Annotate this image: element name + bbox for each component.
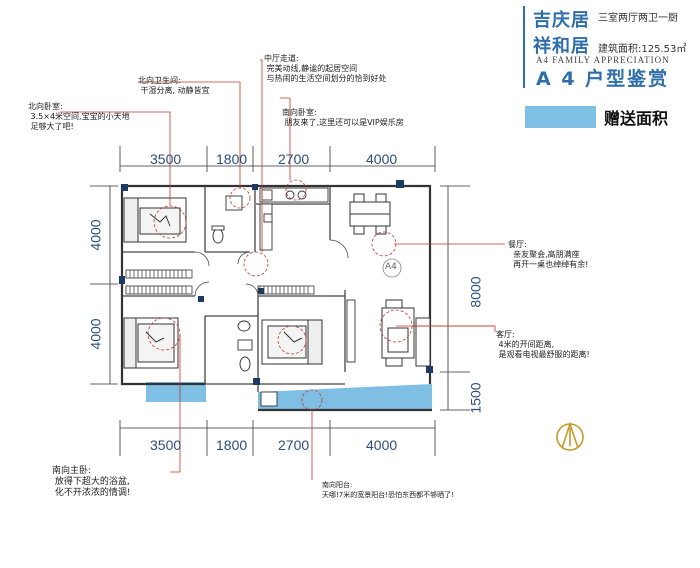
english-subtitle: A4 FAMILY APPRECIATION <box>536 55 670 65</box>
south-bedroom-bed <box>261 319 323 365</box>
wardrobes <box>125 269 193 295</box>
layout-description: 三室两厅两卫一厨 <box>598 13 678 24</box>
leader-line-ticks <box>170 325 495 473</box>
top-dim-1: 3500 <box>150 151 182 167</box>
structural-columns <box>119 180 433 385</box>
south-bathroom-fixtures <box>237 320 253 372</box>
note-master-bedroom: 南向主卧: 放得下超大的浴盆, 化不开浓浓的情调! <box>52 466 131 498</box>
area-text: 建筑面积:125.53㎡ <box>598 44 687 55</box>
bottom-dim-2: 1800 <box>216 437 248 453</box>
living-room-sofa <box>381 299 431 367</box>
bottom-dim-1: 3500 <box>150 437 182 453</box>
note-south-bedroom: 南向卧室: 朋友来了,这里还可以是VIP娱乐房 <box>282 108 404 127</box>
bonus-area-balcony <box>258 384 432 410</box>
door-swings <box>194 239 349 297</box>
top-dim-2: 1800 <box>216 151 248 167</box>
note-living: 客厅: 4米的开间距离, 是观看电视最舒服的距离! <box>496 330 590 359</box>
note-dining: 餐厅: 亲友聚会,高朋满座 再开一桌也绰绰有余! <box>508 240 589 269</box>
left-dimension-lines <box>90 185 118 385</box>
bonus-area-bay-window <box>146 382 206 402</box>
left-dim-2: 4000 <box>87 318 104 350</box>
top-dim-3: 2700 <box>278 151 310 167</box>
note-north-bedroom: 北向卧室: 3.5×4米空间,宝宝的小天地 足够大了吧! <box>28 102 130 131</box>
bottom-dim-3: 2700 <box>278 437 310 453</box>
compass-logo <box>556 421 584 451</box>
north-bathroom-fixtures <box>211 195 243 244</box>
note-north-bathroom: 北向卫生间: 干湿分离, 动静皆宜 <box>138 76 210 95</box>
model-title: A 4 户型鉴赏 <box>536 68 670 90</box>
bottom-dimension-lines <box>119 420 436 456</box>
kitchen-counters <box>259 187 329 251</box>
master-bedroom-bed <box>123 317 179 369</box>
north-bedroom-bed <box>123 197 187 243</box>
washing-machine <box>260 391 278 407</box>
right-dimension-lines <box>440 185 470 411</box>
note-hallway: 中厅走道: 完美动线,静谧的起居空间 与热闹的生活空间划分的恰到好处 <box>264 54 387 83</box>
brand-line-1: 吉庆居 <box>533 10 590 31</box>
unit-tag: A4 <box>385 262 397 272</box>
left-dim-1: 4000 <box>87 219 104 251</box>
wardrobe-hatch <box>129 270 309 294</box>
bottom-dim-4: 4000 <box>366 437 398 453</box>
brand-line-2: 祥和居 <box>533 36 590 57</box>
top-dim-4: 4000 <box>366 151 398 167</box>
top-dimension-lines <box>119 146 436 172</box>
note-balcony: 南向阳台: 天哪!7米的宽景阳台!恐怕东西都不够晒了! <box>322 481 454 499</box>
south-bedroom-wardrobe <box>257 285 315 295</box>
tv-unit <box>346 299 356 363</box>
legend-swatch <box>525 106 596 128</box>
legend-label: 赠送面积 <box>604 109 669 128</box>
header-divider <box>523 6 525 88</box>
right-dim-2: 1500 <box>467 382 484 414</box>
dining-table <box>349 193 391 235</box>
unit-tag-circle <box>382 258 402 278</box>
right-dim-1: 8000 <box>467 276 484 308</box>
leader-lines <box>60 59 505 480</box>
